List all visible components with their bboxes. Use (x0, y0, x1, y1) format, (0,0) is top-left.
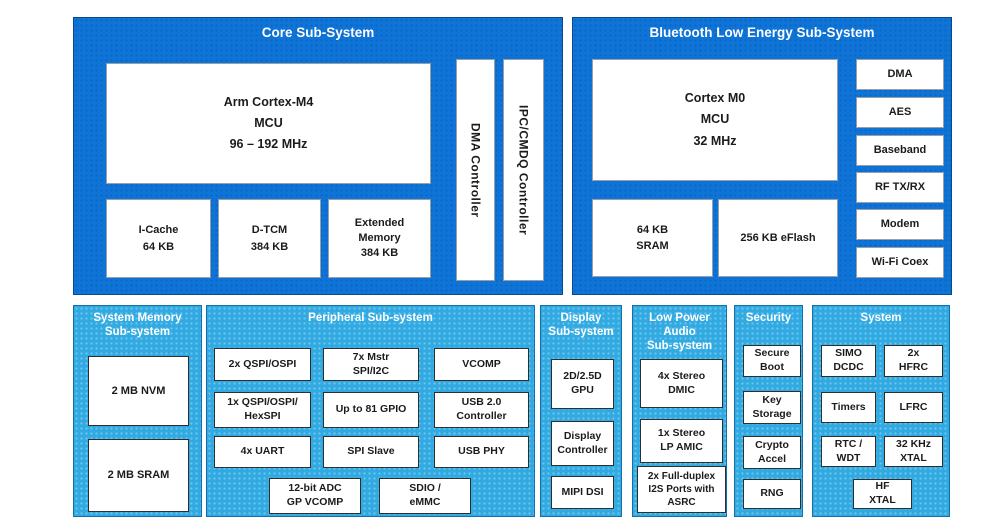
xtal-32khz-block: 32 KHz XTAL (884, 436, 943, 467)
amic-block: 1x Stereo LP AMIC (640, 419, 723, 463)
ble-wifi-coex-block: Wi-Fi Coex (856, 247, 944, 278)
display-controller-block: Display Controller (551, 421, 614, 466)
ble-subsystem-title: Bluetooth Low Energy Sub-System (649, 25, 875, 40)
gpu-block: 2D/2.5D GPU (551, 359, 614, 409)
peripheral-subsystem: Peripheral Sub-system 2x QSPI/OSPI 7x Ms… (206, 305, 535, 517)
timers-block: Timers (821, 392, 876, 423)
mstr-spi-i2c-block: 7x Mstr SPI/I2C (323, 348, 419, 381)
secure-boot-block: Secure Boot (743, 345, 801, 377)
ble-aes-block: AES (856, 97, 944, 128)
rtc-wdt-block: RTC / WDT (821, 436, 876, 467)
i2s-asrc-block: 2x Full-duplex I2S Ports with ASRC (637, 466, 726, 513)
core-subsystem: Core Sub-System Arm Cortex-M4 MCU 96 – 1… (73, 17, 563, 295)
spi-slave-block: SPI Slave (323, 436, 419, 468)
uart-block: 4x UART (214, 436, 311, 468)
audio-subsystem: Low Power Audio Sub-system 4x Stereo DMI… (632, 305, 727, 517)
adc-block: 12-bit ADC GP VCOMP (269, 478, 361, 514)
extended-memory-block: Extended Memory 384 KB (328, 199, 431, 278)
icache-block: I-Cache 64 KB (106, 199, 211, 278)
hf-xtal-block: HF XTAL (853, 479, 912, 509)
ble-rf-txrx-block: RF TX/RX (856, 172, 944, 203)
ble-sram-block: 64 KB SRAM (592, 199, 713, 277)
dtcm-block: D-TCM 384 KB (218, 199, 321, 278)
dmic-block: 4x Stereo DMIC (640, 359, 723, 408)
ble-modem-block: Modem (856, 209, 944, 240)
key-storage-block: Key Storage (743, 391, 801, 424)
ipc-cmdq-controller-block: IPC/CMDQ Controller (503, 59, 544, 281)
security-subsystem: Security Secure Boot Key Storage Crypto … (734, 305, 803, 517)
vcomp-block: VCOMP (434, 348, 529, 381)
ble-subsystem: Bluetooth Low Energy Sub-System Cortex M… (572, 17, 952, 295)
nvm-block: 2 MB NVM (88, 356, 189, 426)
ble-eflash-block: 256 KB eFlash (718, 199, 838, 277)
crypto-accel-block: Crypto Accel (743, 436, 801, 469)
mipi-dsi-block: MIPI DSI (551, 476, 614, 509)
sdio-emmc-block: SDIO / eMMC (379, 478, 471, 514)
hfrc-block: 2x HFRC (884, 345, 943, 377)
rng-block: RNG (743, 479, 801, 509)
qspi-hexspi-block: 1x QSPI/OSPI/ HexSPI (214, 392, 311, 428)
memory-subsystem-title: System Memory Sub-system (93, 312, 182, 339)
system-section: System SIMO DCDC 2x HFRC Timers LFRC RTC… (812, 305, 950, 517)
simo-dcdc-block: SIMO DCDC (821, 345, 876, 377)
security-title: Security (745, 312, 792, 324)
memory-subsystem: System Memory Sub-system 2 MB NVM 2 MB S… (73, 305, 202, 517)
peripheral-subsystem-title: Peripheral Sub-system (308, 312, 433, 324)
lfrc-block: LFRC (884, 392, 943, 423)
audio-subsystem-title: Low Power Audio Sub-system (646, 312, 713, 353)
arm-cortex-m4-block: Arm Cortex-M4 MCU 96 – 192 MHz (106, 63, 431, 184)
display-subsystem-title: Display Sub-system (548, 312, 614, 339)
memory-sram-block: 2 MB SRAM (88, 439, 189, 512)
display-subsystem: Display Sub-system 2D/2.5D GPU Display C… (540, 305, 622, 517)
dma-controller-block: DMA Controller (456, 59, 495, 281)
cortex-m0-block: Cortex M0 MCU 32 MHz (592, 59, 838, 181)
system-title: System (860, 312, 902, 324)
ble-baseband-block: Baseband (856, 135, 944, 166)
ble-dma-block: DMA (856, 59, 944, 90)
gpio-block: Up to 81 GPIO (323, 392, 419, 428)
usb-controller-block: USB 2.0 Controller (434, 392, 529, 428)
usb-phy-block: USB PHY (434, 436, 529, 468)
core-subsystem-title: Core Sub-System (261, 25, 375, 40)
qspi-2x-block: 2x QSPI/OSPI (214, 348, 311, 381)
